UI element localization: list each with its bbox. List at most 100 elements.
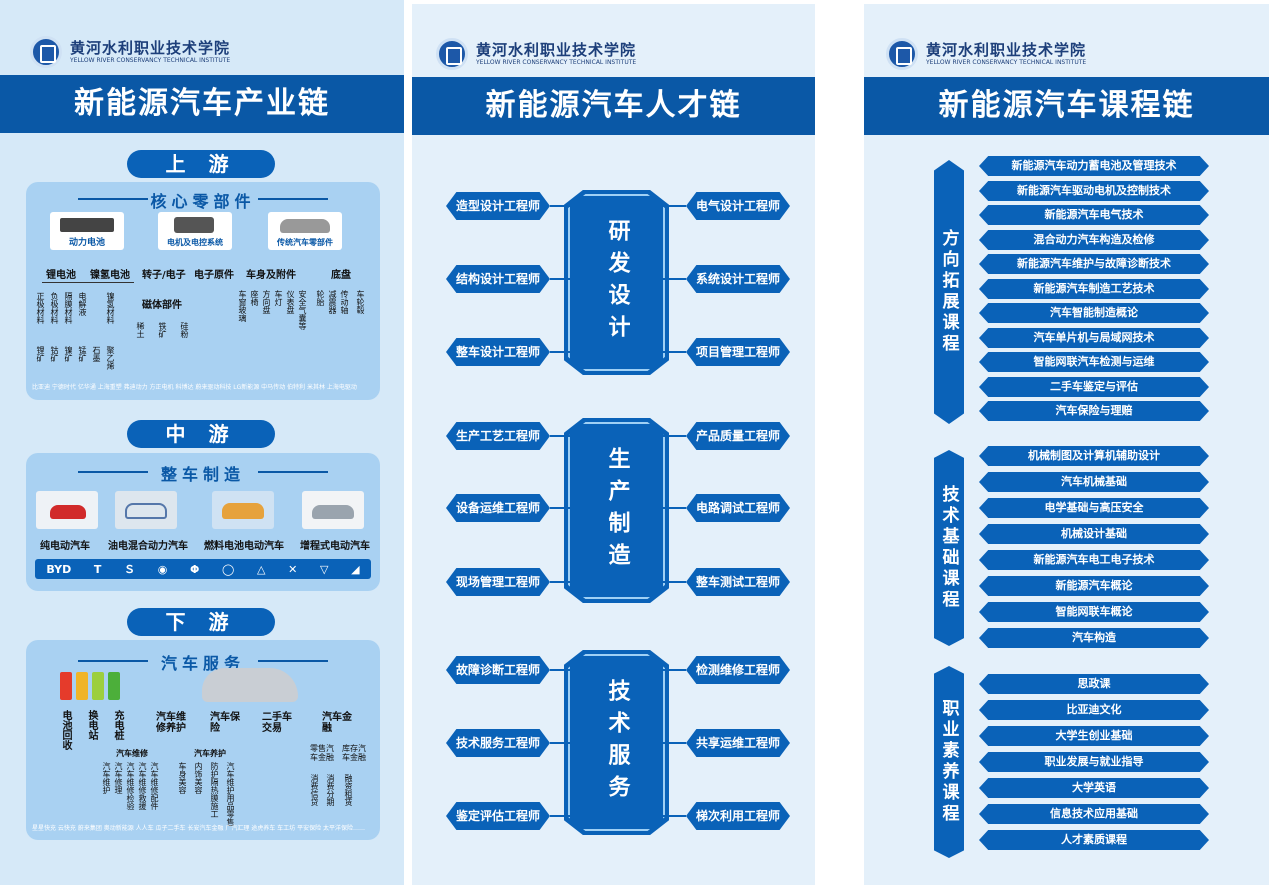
box-title: 核心零部件 [26,188,380,212]
connector [662,278,686,280]
connector [550,742,572,744]
vehicle-type: 增程式电动汽车 [300,541,370,552]
course-item: 大学生创业基础 [979,726,1209,746]
box-title: 整车制造 [26,461,380,485]
midstream-label: 中 游 [127,420,275,448]
box-title: 汽车服务 [26,650,380,674]
service-item: 换电站 [86,710,97,740]
midstream-box: 整车制造 纯电动汽车 油电混合动力汽车 燃料电池电动汽车 增程式电动汽车 BYD… [26,453,380,591]
course-item: 新能源汽车驱动电机及控制技术 [979,181,1209,201]
school-name-cn: 黄河水利职业技术学院 [926,41,1087,59]
upstream-box: 核心零部件 动力电池 电机及电控系统 传统汽车零部件 锂电池 镍氢电池 转子/电… [26,182,380,400]
role: 梯次利用工程师 [686,802,790,830]
connector [662,507,686,509]
role: 鉴定评估工程师 [446,802,550,830]
school-emblem-icon [30,36,62,68]
service-item: 汽车保险 [210,712,240,734]
brand-logo: Ｓ [124,563,136,576]
course-chain-panel: 黄河水利职业技术学院 YELLOW RIVER CONSERVANCY TECH… [864,4,1269,885]
vehicle-type: 油电混合动力汽车 [108,541,188,552]
vehicle-image [302,491,364,529]
downstream-label: 下 游 [127,608,275,636]
talent-group-rd: 研发设计 [564,190,669,375]
talent-group-service: 技术服务 [564,650,669,835]
repair-item: 汽车维护 [102,762,111,794]
role: 检测维修工程师 [686,656,790,684]
upstream-label: 上 游 [127,150,275,178]
role: 造型设计工程师 [446,192,550,220]
course-item: 智能网联汽车检测与运维 [979,352,1209,372]
part-label-motor: 电机及电控系统 [167,238,223,247]
vehicle-type: 纯电动汽车 [40,541,90,552]
brand-logo-bar: BYD T Ｓ ◉ Φ ◯ △ ✕ ▽ ◢ [35,559,371,579]
finance-item: 库存汽车金融 [342,744,366,762]
repair-item: 汽车维修配件 [150,762,159,810]
school-name-en: YELLOW RIVER CONSERVANCY TECHNICAL INSTI… [476,59,637,66]
battery-material: 电解液 [78,292,87,316]
connector [662,742,686,744]
brand-logo: ◯ [221,562,235,576]
battery-material: 镍氢材料 [106,292,115,324]
chassis-item: 车轮毂 [356,290,365,314]
course-category: 方向拓展课程 [934,160,964,424]
battery-icon [92,672,104,700]
role: 项目管理工程师 [686,338,790,366]
connector [550,278,572,280]
chassis-item: 减震器 [328,290,337,314]
chassis-item: 轮胎 [316,290,325,306]
school-logo: 黄河水利职业技术学院 YELLOW RIVER CONSERVANCY TECH… [886,34,1086,74]
vehicle-image [115,491,177,529]
course-item: 新能源汽车动力蓄电池及管理技术 [979,156,1209,176]
connector [662,435,686,437]
nimh-battery: 镍氢电池 [90,270,130,281]
role: 电气设计工程师 [686,192,790,220]
connector [662,205,686,207]
finance-item: 零售汽车金融 [310,744,334,762]
repair-item: 汽车修理 [114,762,123,794]
raw-material: 石墨 [92,346,101,362]
brand-logo: Φ [189,562,200,576]
care-item: 内饰美容 [194,762,203,794]
course-item: 机械制图及计算机辅助设计 [979,446,1209,466]
magnet-item: 硅粉 [180,322,189,338]
tree-line [42,282,134,283]
care-item: 汽车维护用品零售 [226,762,235,826]
sub-repair: 汽车维修 [116,749,148,758]
care-item: 车身美容 [178,762,187,794]
connector [662,351,686,353]
body-item: 仪表盘 [286,290,295,314]
course-item: 比亚迪文化 [979,700,1209,720]
course-item: 二手车鉴定与评估 [979,377,1209,397]
care-item: 防护隔热膜施工 [210,762,219,818]
rotor-electronics: 转子/电子 [142,270,186,281]
connector [662,581,686,583]
service-item: 电池回收 [60,710,71,750]
repair-item: 汽车维修检验 [126,762,135,810]
service-item: 充电桩 [112,710,123,740]
brand-logo: ◉ [157,562,168,576]
connector [662,815,686,817]
sub-care: 汽车养护 [194,749,226,758]
electronic-components: 电子原件 [194,270,234,281]
course-item: 混合动力汽车构造及检修 [979,230,1209,250]
finance-sub: 消费信贷 [310,774,319,806]
connector [550,351,572,353]
service-item: 汽车维修养护 [156,712,186,734]
part-label-traditional: 传统汽车零部件 [277,238,333,247]
finance-sub: 消费分期 [326,774,335,806]
raw-material: 锰矿 [78,346,87,362]
course-item: 电学基础与高压安全 [979,498,1209,518]
vehicle-type: 燃料电池电动汽车 [204,541,284,552]
downstream-box: 汽车服务 电池回收 换电站 充电桩 汽车维修养护 汽车保险 二手车交易 汽车金融… [26,640,380,840]
vehicle-image [212,491,274,529]
brand-logo: ✕ [288,562,298,576]
connector [550,435,572,437]
raw-material: 钴矿 [50,346,59,362]
car-parts-image: 传统汽车零部件 [268,212,342,250]
school-name-en: YELLOW RIVER CONSERVANCY TECHNICAL INSTI… [926,59,1087,66]
body-item: 车窗玻璃 [238,290,247,322]
raw-material: 锂矿 [36,346,45,362]
course-item: 新能源汽车概论 [979,576,1209,596]
school-name-cn: 黄河水利职业技术学院 [476,41,637,59]
role: 整车测试工程师 [686,568,790,596]
